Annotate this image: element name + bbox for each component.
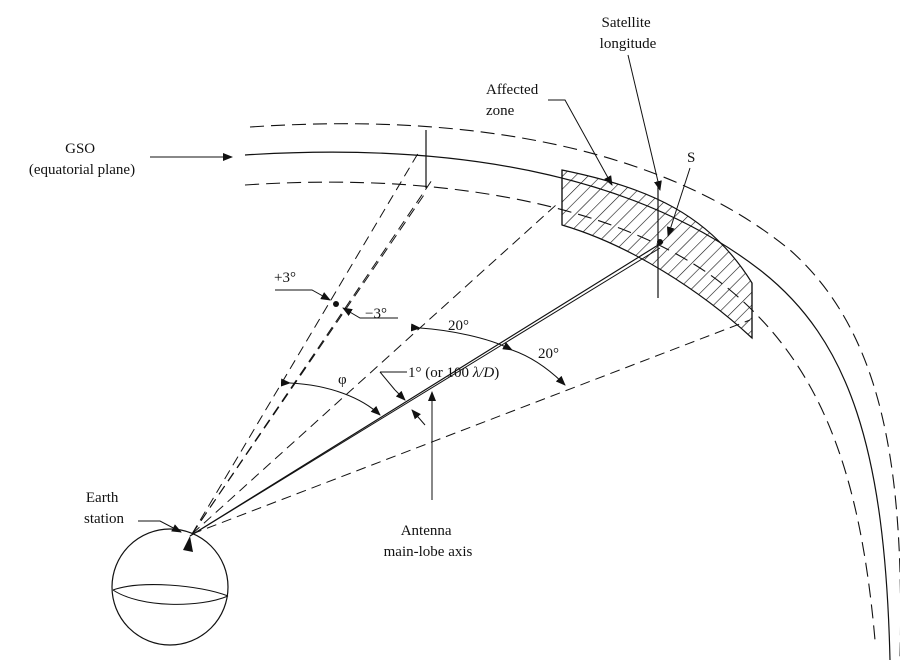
affected-zone-label: Affected zone: [486, 82, 542, 119]
gso-inner-band-arc: [244, 181, 876, 641]
gso-orbit-arc: [244, 151, 891, 661]
earth-station-label: Earth station: [84, 490, 124, 527]
dashed-line-a: [191, 149, 421, 535]
phi-label: φ: [338, 372, 347, 388]
dashed-line-c: [191, 191, 427, 535]
minus-three-label: −3°: [365, 306, 387, 322]
twenty-degree-upper-label: 20°: [448, 318, 469, 334]
earth-station-marker: [183, 536, 193, 552]
phi-angle-arc: [280, 378, 381, 416]
antenna-axis-label: Antenna main-lobe axis: [384, 523, 473, 560]
earth-globe: [111, 528, 229, 646]
plus-three-label: +3°: [274, 270, 296, 286]
angle-arc-upper-20: [410, 323, 513, 351]
one-degree-leader-diagonal: [379, 371, 396, 391]
satellite-s-label: S: [687, 150, 695, 166]
twenty-degree-lower-label: 20°: [538, 346, 559, 362]
affected-zone-pointer: [548, 99, 613, 186]
affected-zone-hatch: [561, 169, 753, 340]
plus-minus-3-point: [333, 301, 339, 307]
satellite-longitude-label: Satellite longitude: [600, 15, 657, 52]
angle-arc-lower-20: [511, 349, 566, 386]
gso-outer-band-arc: [249, 123, 900, 660]
satellite-longitude-pointer: [627, 54, 662, 191]
earth-station-pointer: [138, 520, 182, 533]
antenna-main-lobe-axis: [189, 241, 664, 537]
one-degree-arrow-lower: [411, 409, 426, 426]
one-degree-arrow-upper: [394, 389, 406, 401]
minus-three-leader: [342, 307, 398, 319]
plus-three-leader: [275, 289, 331, 301]
dashed-line-e: [191, 319, 751, 535]
antenna-axis-second-line: [189, 247, 661, 537]
one-degree-label: 1° (or 100 λ/D): [408, 365, 499, 381]
gso-label: GSO (equatorial plane): [29, 141, 135, 178]
satellite-s-pointer: [666, 167, 691, 237]
dashed-line-d: [191, 204, 557, 535]
